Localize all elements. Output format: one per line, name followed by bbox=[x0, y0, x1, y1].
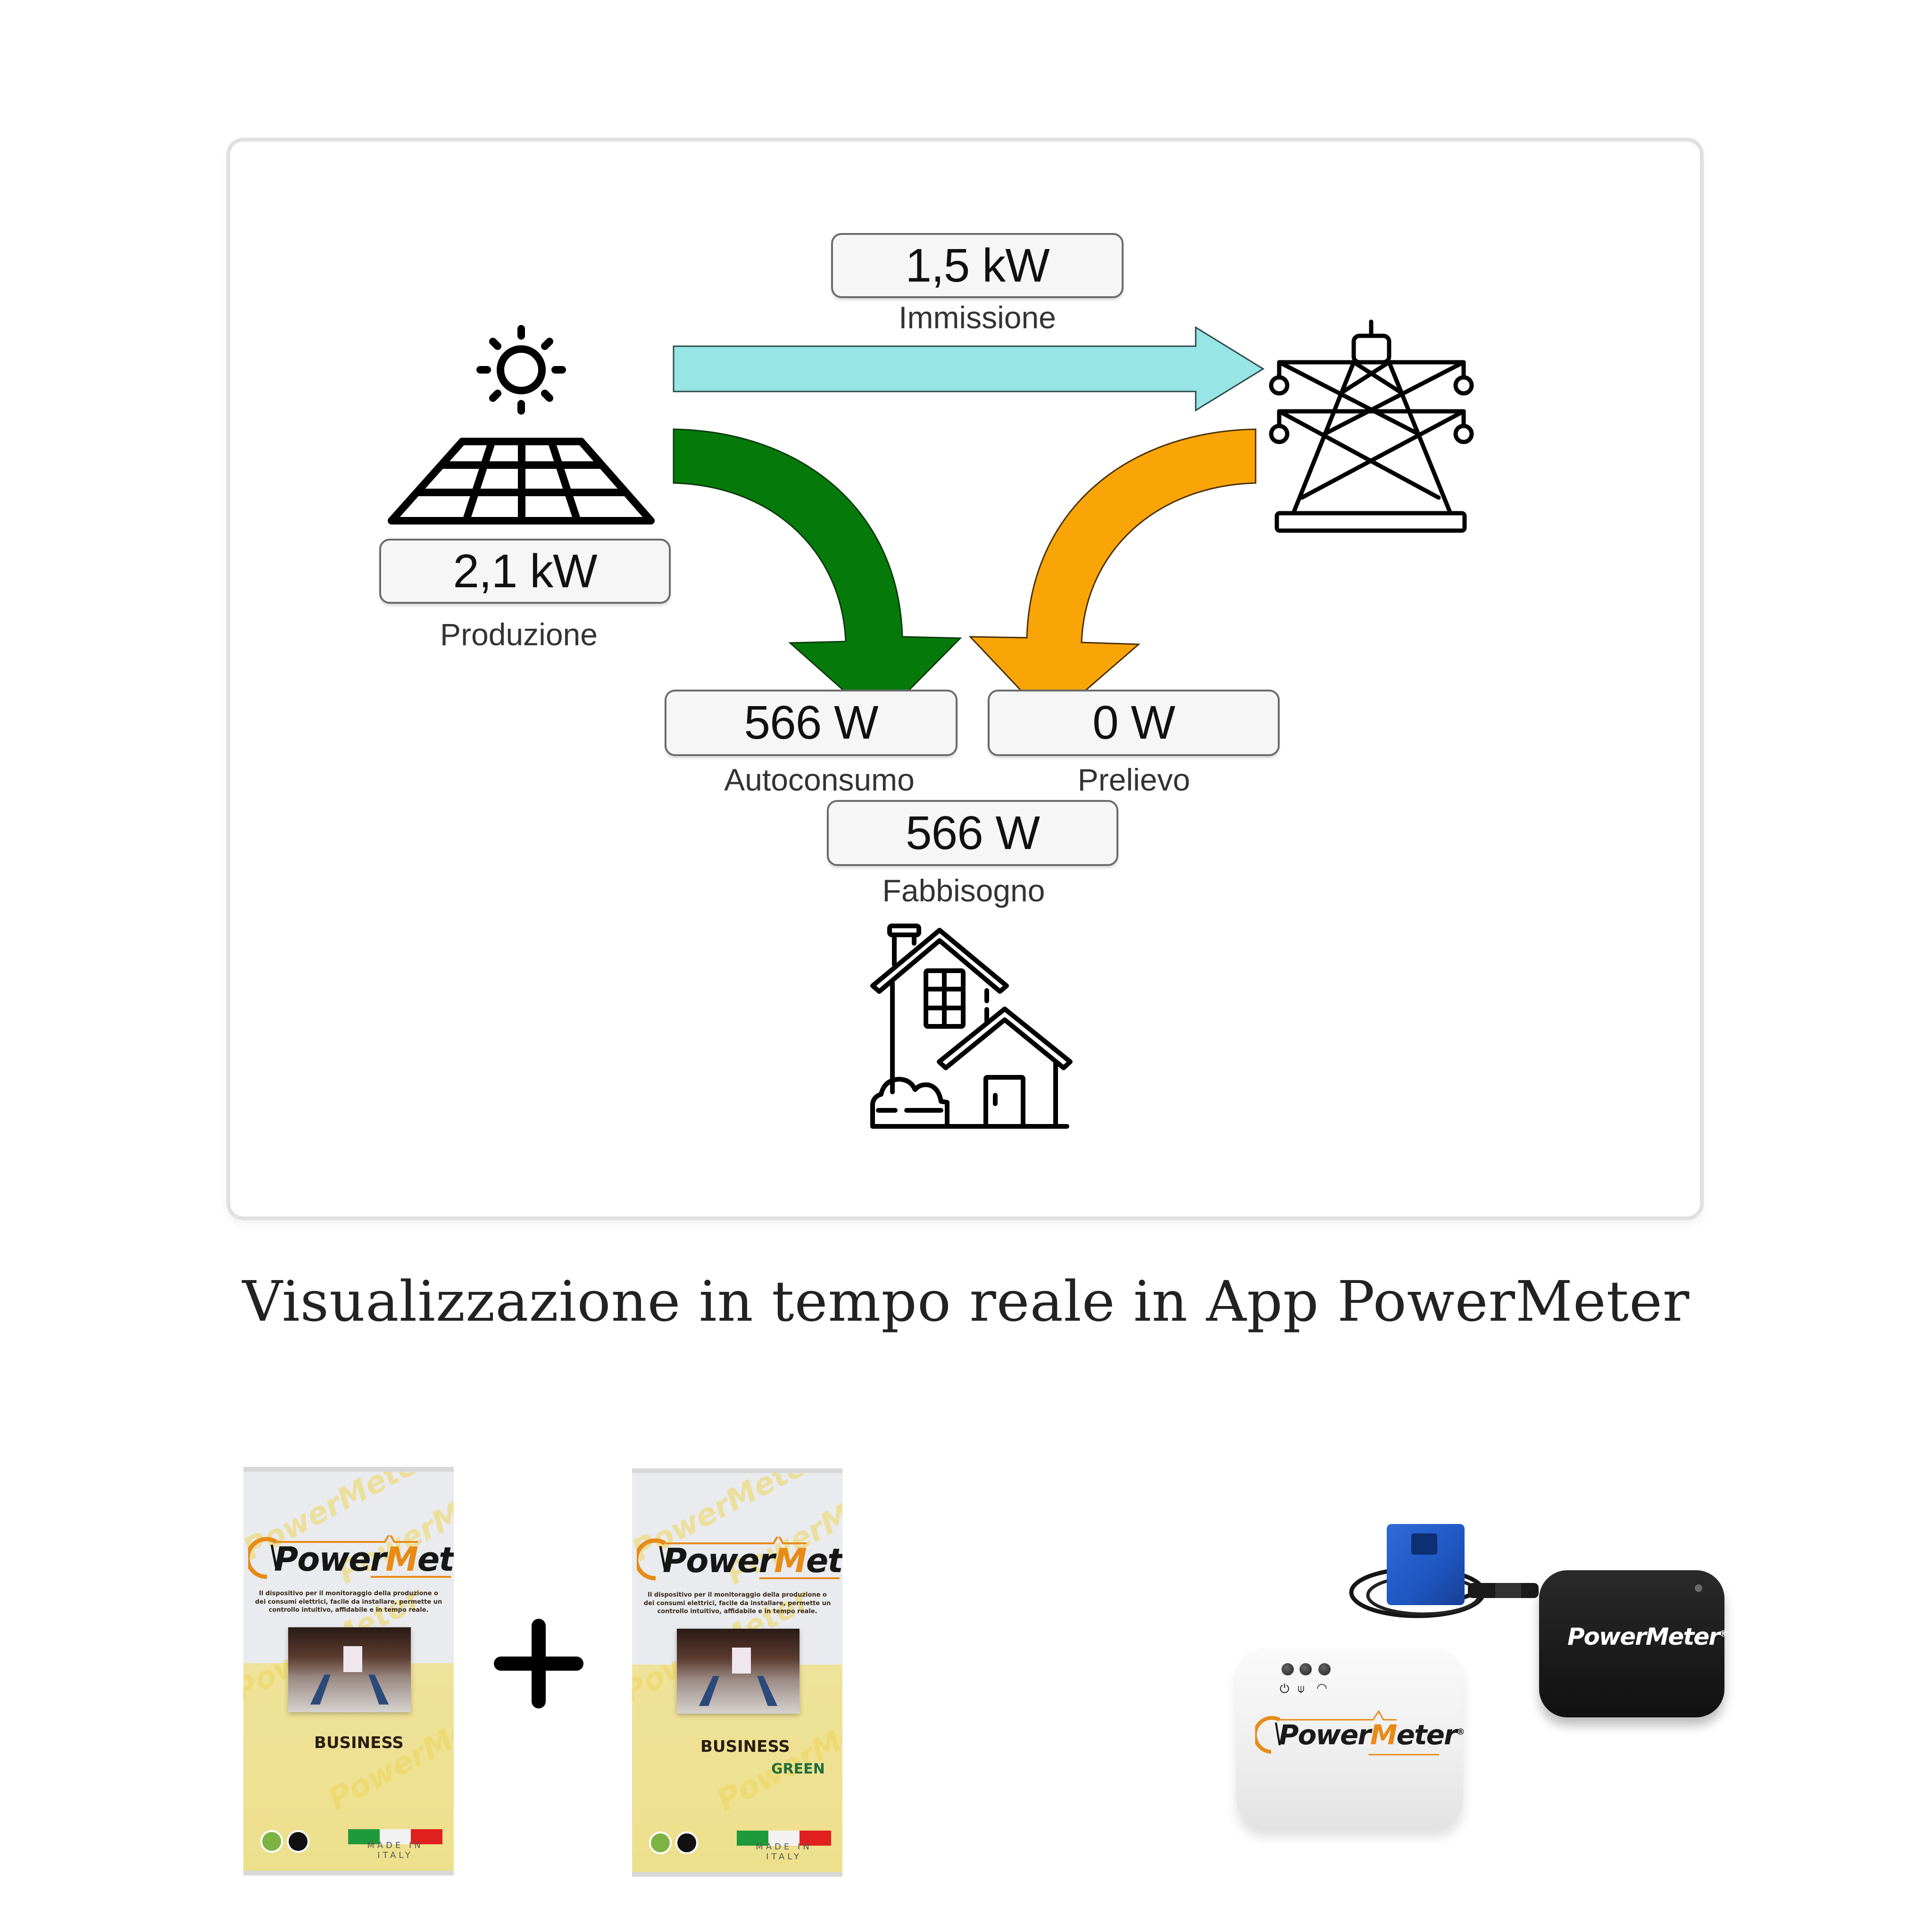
banner-notch bbox=[632, 1641, 670, 1665]
banner-notch bbox=[243, 1639, 282, 1664]
energy-flow-diagram bbox=[388, 319, 1474, 1129]
mall-photo bbox=[288, 1627, 411, 1712]
demand-label: Fabbisogno bbox=[882, 873, 1045, 908]
self-consumption-value: 566 W bbox=[665, 690, 958, 756]
android-icon bbox=[260, 1830, 283, 1853]
plus-icon-vertical bbox=[532, 1619, 546, 1708]
logo-gauge-icon bbox=[637, 1537, 840, 1581]
withdrawal-value: 0 W bbox=[988, 690, 1280, 756]
current-clamp-sensor bbox=[1387, 1524, 1465, 1605]
wifi-led-icon bbox=[1318, 1663, 1331, 1675]
app-store-icons bbox=[260, 1830, 309, 1853]
apple-icon bbox=[287, 1830, 309, 1853]
production-value: 2,1 kW bbox=[379, 539, 671, 604]
android-icon bbox=[649, 1832, 672, 1854]
logo-gauge-icon bbox=[248, 1535, 451, 1579]
sun-icon bbox=[476, 325, 566, 415]
production-label: Produzione bbox=[440, 617, 598, 652]
product-banner-business: PowerMeter PowerMeter PowerMeter PowerMe… bbox=[243, 1467, 454, 1875]
house-icon bbox=[870, 924, 1073, 1129]
device-logo: PowerMeter® bbox=[1279, 1719, 1465, 1751]
product-banner-business-green: PowerMeter PowerMeter PowerMeter PowerMe… bbox=[632, 1468, 842, 1877]
antenna-icon: ⍦ bbox=[1298, 1682, 1305, 1695]
italy-flag-icon bbox=[348, 1829, 443, 1844]
feed-in-value: 1,5 kW bbox=[831, 233, 1124, 298]
model-variant: GREEN bbox=[771, 1761, 825, 1777]
apple-icon bbox=[675, 1832, 698, 1854]
self-consumption-label: Autoconsumo bbox=[724, 762, 915, 797]
banner-tagline: Il dispositivo per il monitoraggio della… bbox=[255, 1590, 442, 1614]
wifi-icon: ◠ bbox=[1316, 1681, 1327, 1695]
withdrawal-arrow bbox=[968, 428, 1257, 723]
banner-tagline: Il dispositivo per il monitoraggio della… bbox=[643, 1591, 831, 1616]
device-logo: PowerMeter® bbox=[1567, 1623, 1728, 1650]
power-pylon-icon bbox=[1269, 319, 1474, 533]
feed-in-label: Immissione bbox=[899, 300, 1056, 335]
self-consumption-arrow bbox=[673, 428, 962, 723]
powermeter-logo: PowerMeter bbox=[248, 1535, 454, 1580]
made-in-italy: MADE IN ITALY bbox=[367, 1840, 424, 1860]
app-store-icons bbox=[649, 1832, 698, 1854]
made-in-italy: MADE IN ITALY bbox=[756, 1842, 812, 1862]
powermeter-logo: PowerMeter bbox=[637, 1537, 842, 1582]
power-icon: ⏻ bbox=[1280, 1682, 1290, 1696]
solar-panel-icon bbox=[388, 438, 655, 525]
power-led-icon bbox=[1282, 1663, 1294, 1675]
mall-photo bbox=[677, 1629, 799, 1714]
withdrawal-label: Prelievo bbox=[1077, 762, 1191, 797]
caption: Visualizzazione in tempo reale in App Po… bbox=[242, 1269, 1690, 1334]
model-name: BUSINESS bbox=[314, 1733, 404, 1752]
logo-gauge-icon bbox=[1255, 1710, 1439, 1756]
feed-in-arrow bbox=[673, 326, 1265, 412]
signal-led-icon bbox=[1299, 1663, 1312, 1675]
logo-text: PowerMeter bbox=[274, 1540, 454, 1579]
clamp-opening bbox=[1411, 1533, 1437, 1555]
demand-value: 566 W bbox=[827, 800, 1118, 866]
model-name: BUSINESS bbox=[700, 1737, 790, 1756]
powermeter-gateway-device: ⏻ ⍦ ◠ PowerMeter® bbox=[1236, 1648, 1465, 1827]
logo-text: PowerMeter bbox=[663, 1541, 842, 1580]
status-led-icon bbox=[1695, 1584, 1702, 1592]
powermeter-sensor-device: PowerMeter® bbox=[1539, 1570, 1728, 1717]
italy-flag-icon bbox=[737, 1831, 832, 1846]
